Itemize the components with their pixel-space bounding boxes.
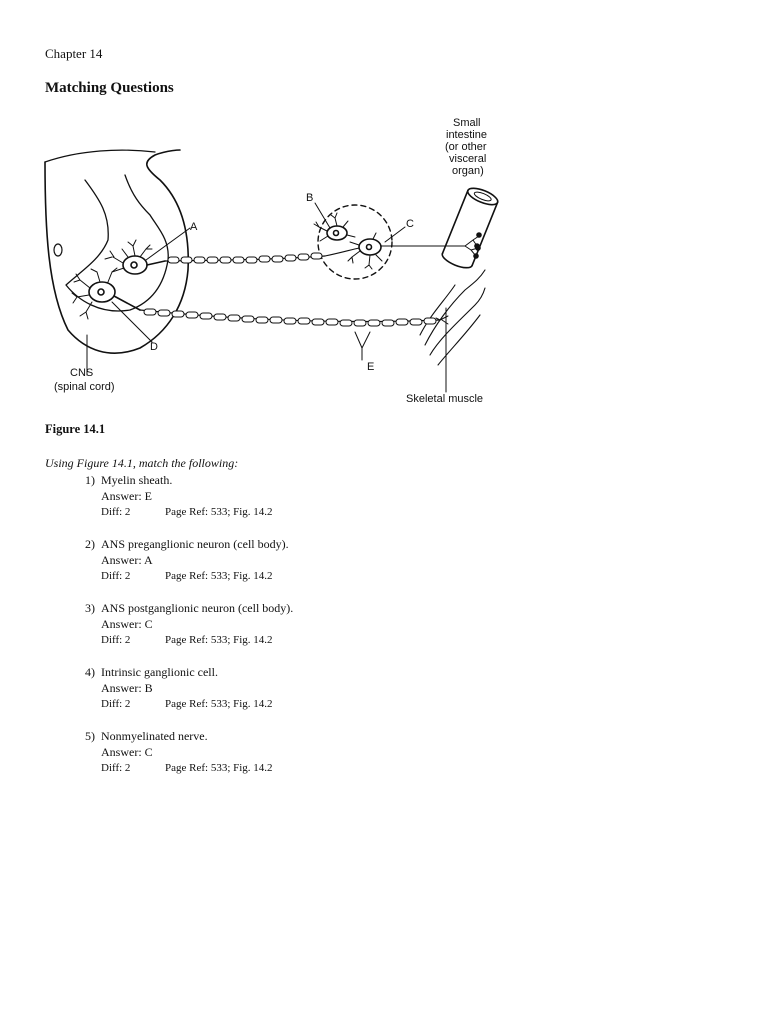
- label-muscle: Skeletal muscle: [406, 393, 483, 405]
- label-intestine-5: organ): [452, 165, 484, 177]
- answer: Answer: B: [101, 681, 153, 695]
- question-text: ANS postganglionic neuron (cell body).: [101, 601, 294, 615]
- label-intestine-1: Small: [453, 117, 481, 129]
- figure-caption: Figure 14.1: [45, 422, 106, 436]
- neuron-d-body: [88, 281, 116, 303]
- page-ref: Page Ref: 533; Fig. 14.2: [165, 698, 273, 710]
- central-canal: [53, 243, 63, 257]
- answer: Answer: C: [101, 617, 153, 631]
- question-item: 1) Myelin sheath. Answer: E Diff: 2 Page R…: [85, 472, 485, 520]
- section-title: Matching Questions: [45, 80, 174, 96]
- question-list: 1) Myelin sheath. Answer: E Diff: 2 Page R…: [85, 472, 485, 792]
- question-item: 3) ANS postganglionic neuron (cell body).…: [85, 600, 485, 648]
- label-e: E: [367, 361, 374, 373]
- label-a: A: [190, 221, 198, 233]
- question-number: 1): [85, 473, 95, 487]
- difficulty: Diff: 2: [101, 634, 131, 646]
- label-cns-sub: (spinal cord): [54, 381, 115, 393]
- spinal-cord-outline: [44, 149, 190, 354]
- question-number: 3): [85, 601, 95, 615]
- answer: Answer: A: [101, 553, 153, 567]
- instructions: Using Figure 14.1, match the following:: [45, 456, 239, 470]
- difficulty: Diff: 2: [101, 570, 131, 582]
- ganglion-outline: [317, 204, 393, 280]
- question-number: 4): [85, 665, 95, 679]
- neuron-a-body: [122, 255, 148, 275]
- label-intestine-4: visceral: [449, 153, 486, 165]
- difficulty: Diff: 2: [101, 698, 131, 710]
- question-item: 5) Nonmyelinated nerve. Answer: C Diff: 2…: [85, 728, 485, 776]
- page-ref: Page Ref: 533; Fig. 14.2: [165, 570, 273, 582]
- question-text: Myelin sheath.: [101, 473, 173, 487]
- page-ref: Page Ref: 533; Fig. 14.2: [165, 506, 273, 518]
- answer: Answer: E: [101, 489, 152, 503]
- myelin-sheath: [167, 252, 323, 264]
- skeletal-muscle-shape: [419, 269, 486, 366]
- difficulty: Diff: 2: [101, 506, 131, 518]
- grey-matter-outline: [65, 174, 169, 312]
- neuron-c-body: [358, 238, 382, 256]
- question-text: Nonmyelinated nerve.: [101, 729, 208, 743]
- difficulty: Diff: 2: [101, 762, 131, 774]
- question-item: 4) Intrinsic ganglionic cell. Answer: B D…: [85, 664, 485, 712]
- page-ref: Page Ref: 533; Fig. 14.2: [165, 634, 273, 646]
- label-intestine-2: intestine: [446, 129, 487, 141]
- question-number: 2): [85, 537, 95, 551]
- answer: Answer: C: [101, 745, 153, 759]
- neuron-diagram: A B C D E CNS (spinal cord) Small intest…: [44, 117, 499, 405]
- intestine-shape: [441, 187, 499, 269]
- page-ref: Page Ref: 533; Fig. 14.2: [165, 762, 273, 774]
- chapter-heading: Chapter 14: [45, 46, 103, 61]
- label-c: C: [406, 218, 414, 230]
- question-text: Intrinsic ganglionic cell.: [101, 665, 218, 679]
- label-cns: CNS: [70, 367, 93, 379]
- label-b: B: [306, 192, 313, 204]
- question-number: 5): [85, 729, 95, 743]
- label-d: D: [150, 341, 158, 353]
- myelin-sheath-lower: [143, 308, 437, 327]
- question-item: 2)ANS preganglionic neuron (cell body). …: [85, 536, 485, 584]
- question-text: ANS preganglionic neuron (cell body).: [101, 537, 289, 551]
- label-intestine-3: (or other: [445, 141, 487, 153]
